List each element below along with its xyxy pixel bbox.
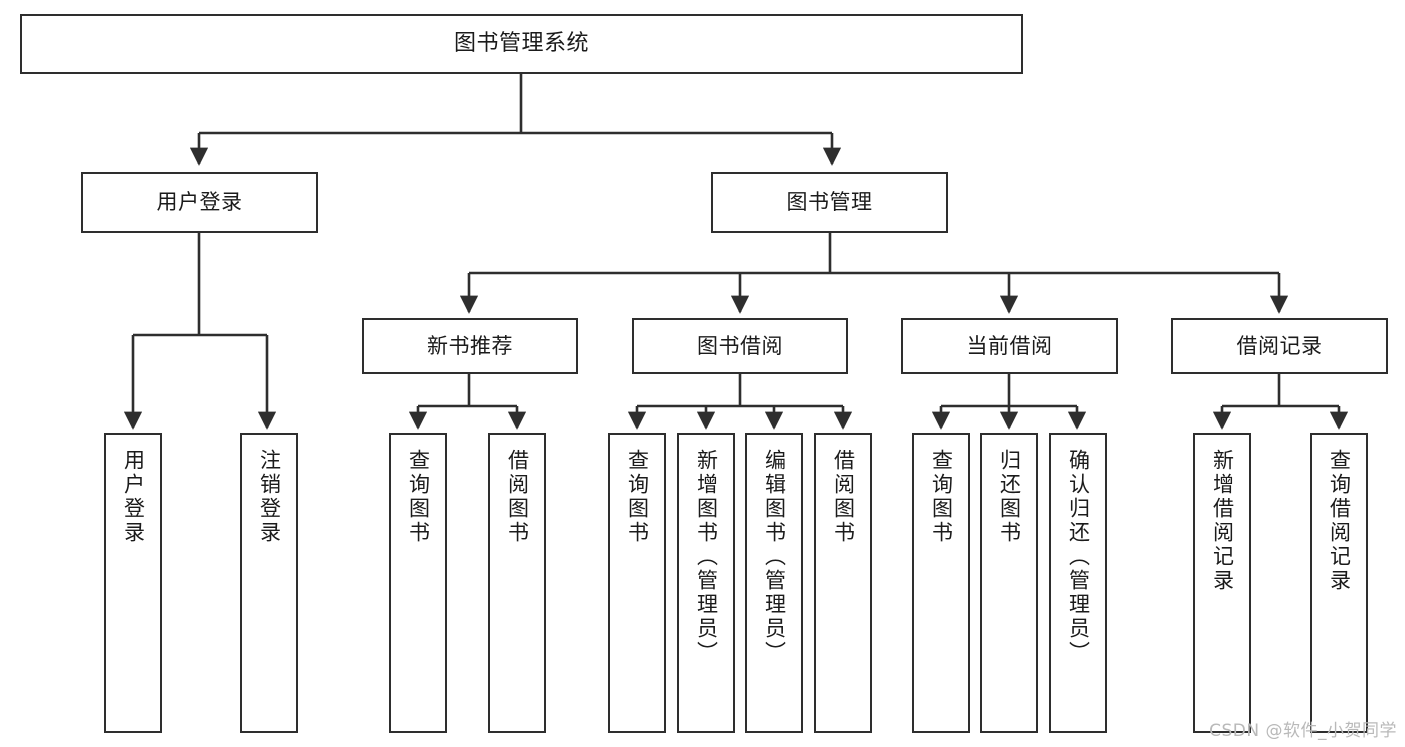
node-label: 新书推荐 [427, 333, 513, 358]
node-label: 新增图书（管理员） [694, 449, 719, 665]
leaf-add-borrow-record[interactable]: 新增借阅记录 [1193, 433, 1251, 733]
node-label: 注销登录 [257, 449, 282, 545]
node-label: 查询图书 [625, 449, 650, 545]
leaf-user-login[interactable]: 用户登录 [104, 433, 162, 733]
node-label: 图书借阅 [697, 333, 783, 358]
leaf-add-book-admin[interactable]: 新增图书（管理员） [677, 433, 735, 733]
leaf-confirm-return-admin[interactable]: 确认归还（管理员） [1049, 433, 1107, 733]
node-label: 图书管理系统 [453, 31, 589, 57]
leaf-query-book-borrow[interactable]: 查询图书 [608, 433, 666, 733]
leaf-query-borrow-record[interactable]: 查询借阅记录 [1310, 433, 1368, 733]
node-new-book-recommend[interactable]: 新书推荐 [362, 318, 578, 374]
node-label: 确认归还（管理员） [1066, 449, 1091, 665]
leaf-borrow-book[interactable]: 借阅图书 [814, 433, 872, 733]
node-borrow-record[interactable]: 借阅记录 [1171, 318, 1388, 374]
leaf-query-book-current[interactable]: 查询图书 [912, 433, 970, 733]
node-label: 借阅图书 [831, 449, 856, 545]
leaf-return-book[interactable]: 归还图书 [980, 433, 1038, 733]
node-label: 当前借阅 [966, 333, 1053, 358]
node-user-login[interactable]: 用户登录 [81, 172, 318, 233]
node-label: 编辑图书（管理员） [762, 449, 787, 665]
leaf-query-book-new[interactable]: 查询图书 [389, 433, 447, 733]
node-label: 归还图书 [997, 449, 1022, 545]
node-current-borrow[interactable]: 当前借阅 [901, 318, 1118, 374]
node-label: 查询图书 [406, 449, 431, 545]
node-book-borrow[interactable]: 图书借阅 [632, 318, 848, 374]
leaf-borrow-book-new[interactable]: 借阅图书 [488, 433, 546, 733]
node-label: 查询图书 [929, 449, 954, 545]
node-label: 借阅图书 [505, 449, 530, 545]
node-label: 用户登录 [121, 449, 146, 545]
node-label: 借阅记录 [1236, 333, 1323, 358]
node-label: 查询借阅记录 [1327, 449, 1352, 593]
node-label: 新增借阅记录 [1210, 449, 1235, 593]
node-root-system[interactable]: 图书管理系统 [20, 14, 1023, 74]
node-label: 用户登录 [156, 190, 243, 215]
leaf-edit-book-admin[interactable]: 编辑图书（管理员） [745, 433, 803, 733]
node-book-management[interactable]: 图书管理 [711, 172, 948, 233]
node-label: 图书管理 [786, 190, 873, 215]
leaf-logout[interactable]: 注销登录 [240, 433, 298, 733]
